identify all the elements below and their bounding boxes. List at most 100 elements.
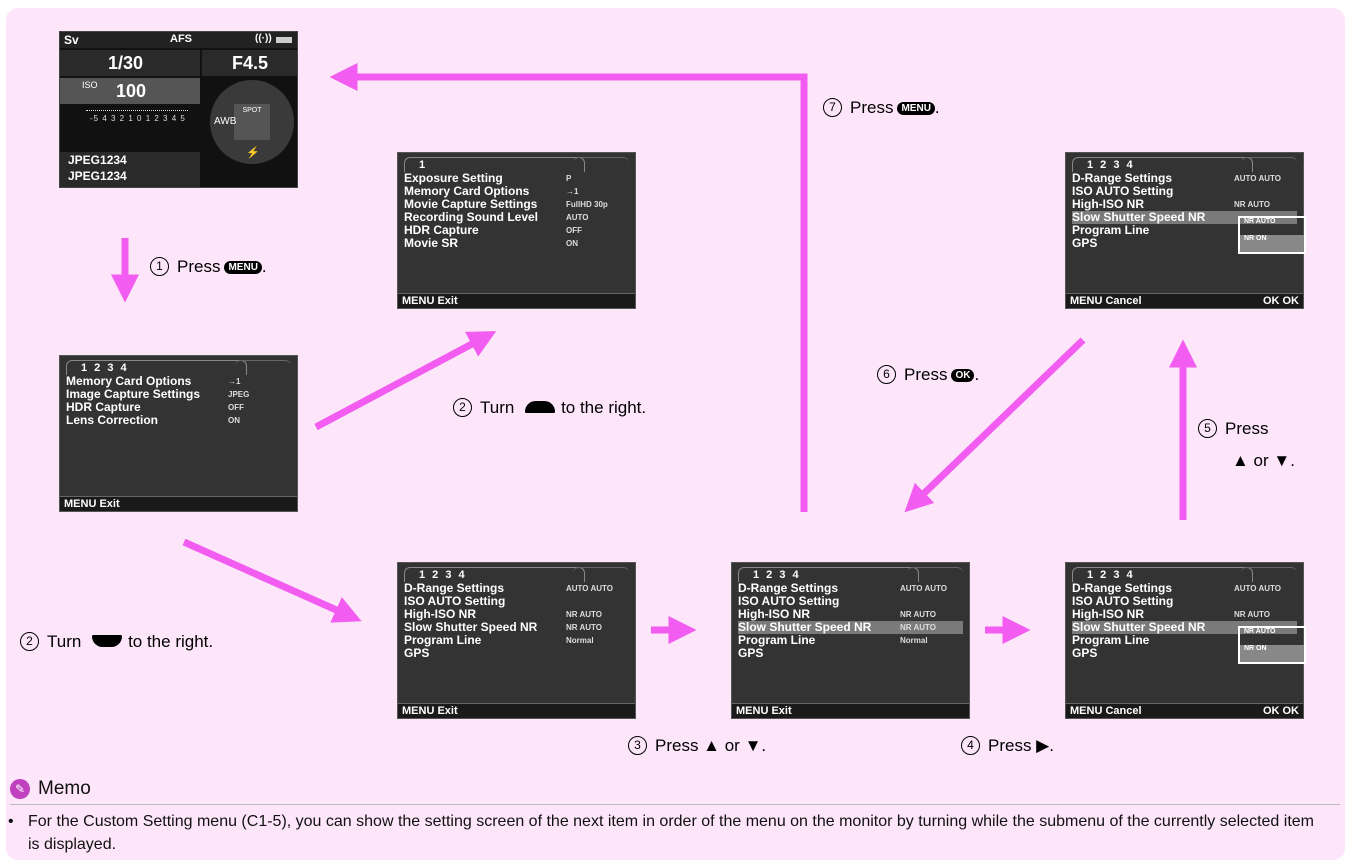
shutter-speed: 1/30 bbox=[108, 53, 144, 73]
step-5-label-cont: ▲ or ▼. bbox=[1232, 451, 1295, 470]
popup-option-selected[interactable]: NR ON bbox=[1240, 235, 1304, 252]
menu-item[interactable]: GPS bbox=[1072, 236, 1098, 250]
menu-tabs: 1 bbox=[404, 157, 585, 172]
memo-text: • For the Custom Setting menu (C1-5), yo… bbox=[8, 813, 1314, 853]
ev-scale: -5 4 3 2 1 0 1 2 3 4 5 bbox=[74, 110, 194, 130]
metering-mode: SPOT bbox=[234, 104, 270, 140]
menu-button-icon: MENU bbox=[897, 102, 935, 115]
status-top-bar: Sv AFS ((·)) bbox=[60, 32, 297, 48]
menu-item[interactable]: Program Line bbox=[1072, 633, 1150, 647]
menu-screen-rec1: 1 2 3 4 Memory Card Options→1 Image Capt… bbox=[59, 355, 298, 512]
ev-scale-numbers: -5 4 3 2 1 0 1 2 3 4 5 bbox=[90, 114, 186, 123]
ok-button-icon: OK bbox=[951, 369, 975, 382]
menu-item[interactable]: GPS bbox=[738, 646, 764, 660]
control-dial-display: SPOT AWB ⚡ bbox=[210, 80, 294, 164]
rear-dial-icon bbox=[92, 635, 123, 647]
iso-label: ISO bbox=[82, 80, 98, 90]
menu-item[interactable]: Memory Card Options→1 bbox=[404, 184, 579, 198]
menu-item[interactable]: ISO AUTO Setting bbox=[1072, 594, 1174, 608]
memo-title: Memo bbox=[38, 778, 91, 799]
menu-item-selected[interactable]: Slow Shutter Speed NR bbox=[1072, 621, 1297, 634]
slot1: JPEG1234 bbox=[68, 153, 127, 167]
card-slots: JPEG1234 JPEG1234 bbox=[60, 152, 200, 187]
menu-tabs: 1 2 3 4 bbox=[738, 567, 919, 582]
menu-item[interactable]: GPS bbox=[1072, 646, 1098, 660]
popup-option[interactable]: NR AUTO bbox=[1244, 628, 1276, 635]
status-screen: Sv AFS ((·)) 1/30 F4.5 ISO 100 -5 4 3 2 … bbox=[59, 31, 298, 188]
iso-box: ISO 100 bbox=[60, 78, 200, 104]
shutter-box: 1/30 bbox=[60, 50, 200, 76]
menu-item-selected[interactable]: Slow Shutter Speed NR bbox=[1072, 211, 1297, 224]
menu-footer: MENU Exit bbox=[398, 703, 635, 718]
menu-tabs: 1 2 3 4 bbox=[1072, 157, 1253, 172]
menu-item[interactable]: ISO AUTO Setting bbox=[404, 594, 506, 608]
menu-item[interactable]: Program Line bbox=[1072, 223, 1150, 237]
popup-option[interactable]: NR AUTO bbox=[1244, 218, 1276, 225]
menu-tabs: 1 2 3 4 bbox=[404, 567, 585, 582]
aperture-box: F4.5 bbox=[202, 50, 297, 76]
option-popup: NR AUTO NR ON bbox=[1238, 216, 1306, 254]
white-balance: AWB bbox=[214, 116, 237, 127]
menu-footer: MENU Exit bbox=[398, 293, 635, 308]
menu-item[interactable]: ISO AUTO Setting bbox=[1072, 184, 1174, 198]
menu-item[interactable]: ISO AUTO Setting bbox=[738, 594, 840, 608]
front-dial-icon bbox=[525, 401, 556, 413]
menu-footer: MENU Exit bbox=[60, 496, 297, 511]
menu-button-icon: MENU bbox=[224, 261, 262, 274]
af-mode: AFS bbox=[170, 33, 192, 45]
flash-icon: ⚡ bbox=[246, 147, 260, 159]
memo-divider bbox=[10, 804, 1340, 805]
shake-reduction-icon: ((·)) bbox=[255, 33, 272, 44]
exposure-mode: Sv bbox=[64, 33, 79, 47]
aperture-value: F4.5 bbox=[232, 53, 269, 73]
slot2: JPEG1234 bbox=[68, 169, 127, 183]
battery-icon bbox=[276, 37, 292, 43]
menu-footer: MENU Exit bbox=[732, 703, 969, 718]
iso-value: 100 bbox=[116, 81, 147, 101]
menu-item[interactable]: GPS bbox=[404, 646, 430, 660]
menu-item[interactable]: Memory Card Options→1 bbox=[66, 374, 241, 388]
memo-pencil-icon: ✎ bbox=[10, 779, 30, 799]
menu-items: Memory Card Options→1 Image Capture Sett… bbox=[66, 375, 291, 427]
option-popup: NR AUTO NR ON bbox=[1238, 626, 1306, 664]
popup-option-selected[interactable]: NR ON bbox=[1240, 645, 1304, 662]
